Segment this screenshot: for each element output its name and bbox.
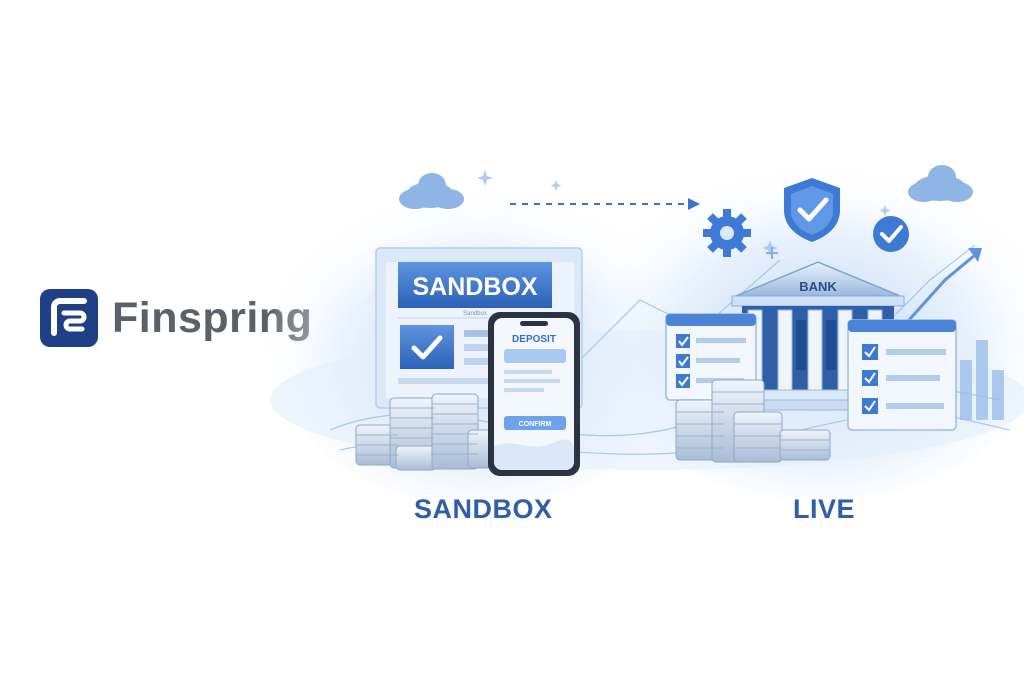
coin-stack-icon (675, 379, 831, 463)
check-circle-icon (873, 216, 909, 252)
sandbox-sign-label: SANDBOX (412, 273, 537, 301)
cloud-icon (399, 173, 464, 209)
checkbox-icon (862, 344, 878, 414)
arrow-icon (510, 198, 700, 210)
checklist-card-right (847, 319, 957, 431)
sandbox-caption: SANDBOX (414, 494, 553, 524)
shield-check-icon (784, 178, 840, 242)
phone-title: DEPOSIT (512, 334, 556, 345)
sandbox-sign (398, 262, 552, 308)
phone-icon: DEPOSIT CONFIRM (488, 312, 580, 476)
cloud-icon (908, 165, 973, 202)
bank-sign: BANK (799, 279, 837, 294)
coin-stack-icon (355, 393, 495, 471)
live-caption: LIVE (793, 494, 856, 524)
checkbox-icon (400, 325, 454, 369)
confirm-button-label: CONFIRM (519, 421, 552, 428)
sandbox-small-text: Sandbox (463, 311, 487, 317)
checkbox-icon (676, 334, 690, 388)
confirm-button (504, 416, 566, 430)
gear-icon (703, 209, 751, 257)
finspring-logo-icon (40, 289, 98, 347)
